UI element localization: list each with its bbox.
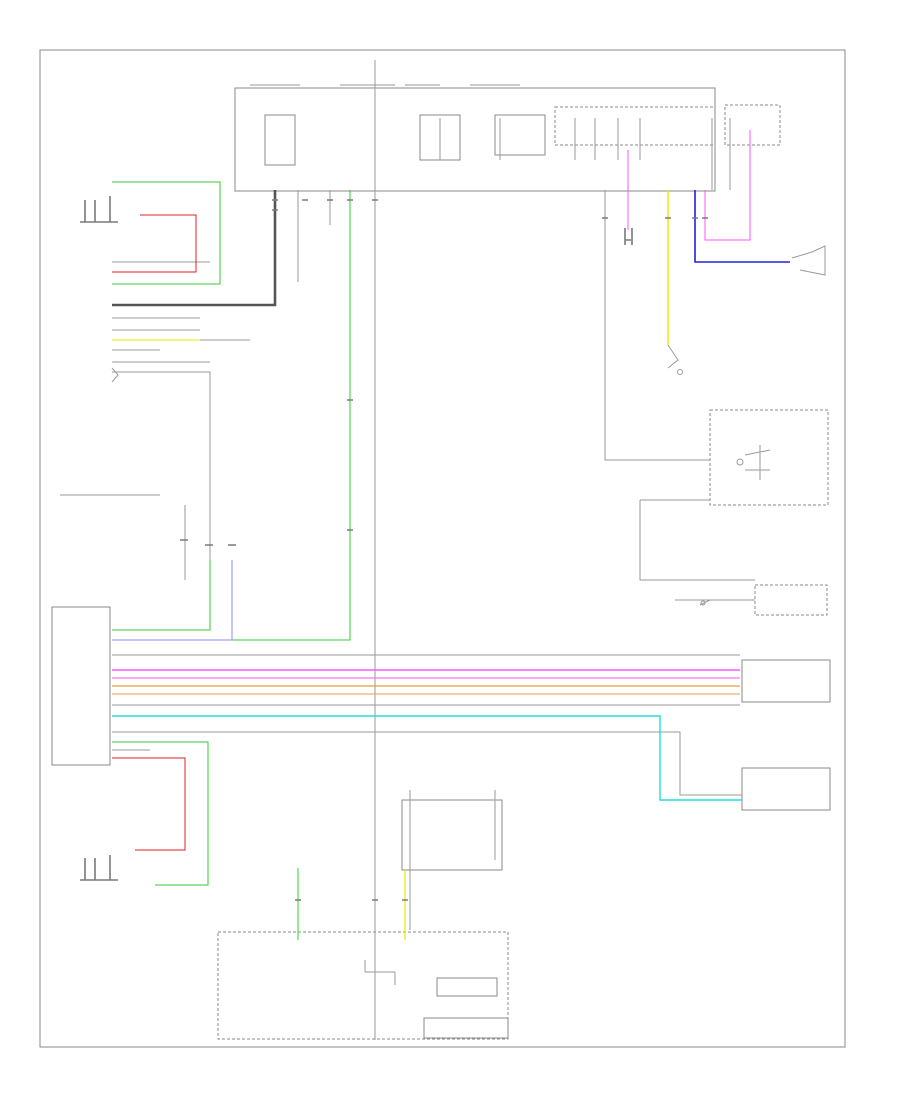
wire-cyan [112, 715, 742, 801]
wire-blue-right [694, 190, 790, 263]
wire-red-bottom [112, 757, 186, 851]
wire-black [112, 190, 277, 307]
top-fuse-block [234, 84, 781, 192]
wire-lilac-mid [112, 560, 233, 641]
wire-green-top [112, 181, 221, 285]
left-components [51, 196, 119, 881]
diagram-border [39, 49, 846, 1048]
wire-pink-right-2 [704, 130, 751, 241]
colored-wires [112, 130, 790, 940]
wire-green-mid [112, 560, 211, 631]
combination-meter [217, 799, 509, 1040]
connector-pins [180, 199, 708, 901]
wire-green-long [112, 190, 351, 641]
wire-green-bottom [112, 741, 209, 886]
wire-red-top [112, 214, 197, 273]
right-components [667, 245, 831, 811]
grey-wires [60, 60, 755, 1040]
